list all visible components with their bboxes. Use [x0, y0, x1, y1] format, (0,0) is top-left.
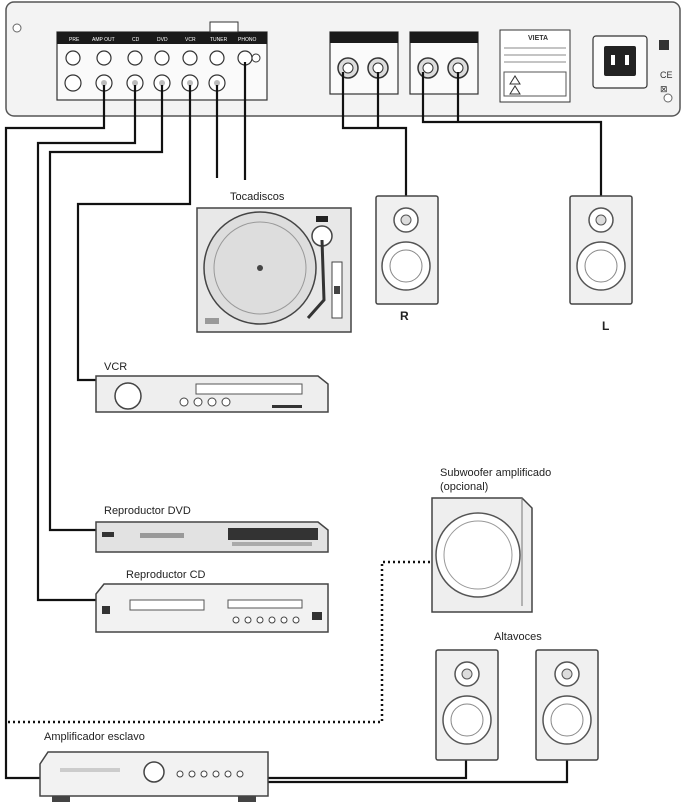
speaker-terminal-left: [409, 31, 479, 95]
jack-label-amp-out: AMP OUT: [92, 37, 115, 43]
jack-label-phono: PHONO: [238, 37, 256, 43]
turntable: [196, 207, 352, 333]
label-dvd: Reproductor DVD: [104, 505, 191, 517]
brand-logo-text: VIETA: [528, 35, 548, 42]
speaker-right: [375, 195, 439, 305]
vcr-device: [95, 375, 329, 413]
jack-label-dvd: DVD: [157, 37, 168, 43]
jack-label-cd: CD: [132, 37, 140, 43]
speaker-left: [569, 195, 633, 305]
jack-label-tuner: TUNER: [210, 37, 228, 43]
label-subwoofer-line1: Subwoofer amplificado: [440, 467, 551, 479]
label-cd: Reproductor CD: [126, 569, 206, 581]
subwoofer: [431, 497, 533, 613]
cd-player: [95, 583, 329, 633]
rating-label: VIETA: [499, 29, 571, 103]
signal-cables: [4, 62, 603, 784]
label-subwoofer-line2: (opcional): [440, 481, 488, 493]
weee-bin-icon: ⊠: [660, 85, 668, 95]
dvd-player: [95, 521, 329, 553]
label-turntable: Tocadiscos: [230, 191, 285, 203]
label-speaker-left: L: [602, 319, 609, 333]
ce-mark-icon: CE: [660, 70, 673, 80]
speaker-pair-right: [535, 649, 599, 761]
label-vcr: VCR: [104, 361, 127, 373]
label-speakers: Altavoces: [494, 631, 542, 643]
amplifier-rear-panel: PRE AMP OUT CD DVD VCR TUNER PHONO: [5, 1, 681, 117]
power-socket: CE ⊠: [592, 35, 673, 95]
label-speaker-right: R: [400, 309, 409, 323]
jack-label-pre: PRE: [69, 37, 80, 43]
label-slave-amp: Amplificador esclavo: [44, 731, 145, 743]
speaker-pair-left: [435, 649, 499, 761]
input-jack-block: PRE AMP OUT CD DVD VCR TUNER PHONO: [56, 21, 268, 101]
jack-label-vcr: VCR: [185, 37, 196, 43]
speaker-terminal-right: [329, 31, 399, 95]
subwoofer-cable: [8, 560, 430, 724]
slave-amplifier: [39, 751, 269, 802]
